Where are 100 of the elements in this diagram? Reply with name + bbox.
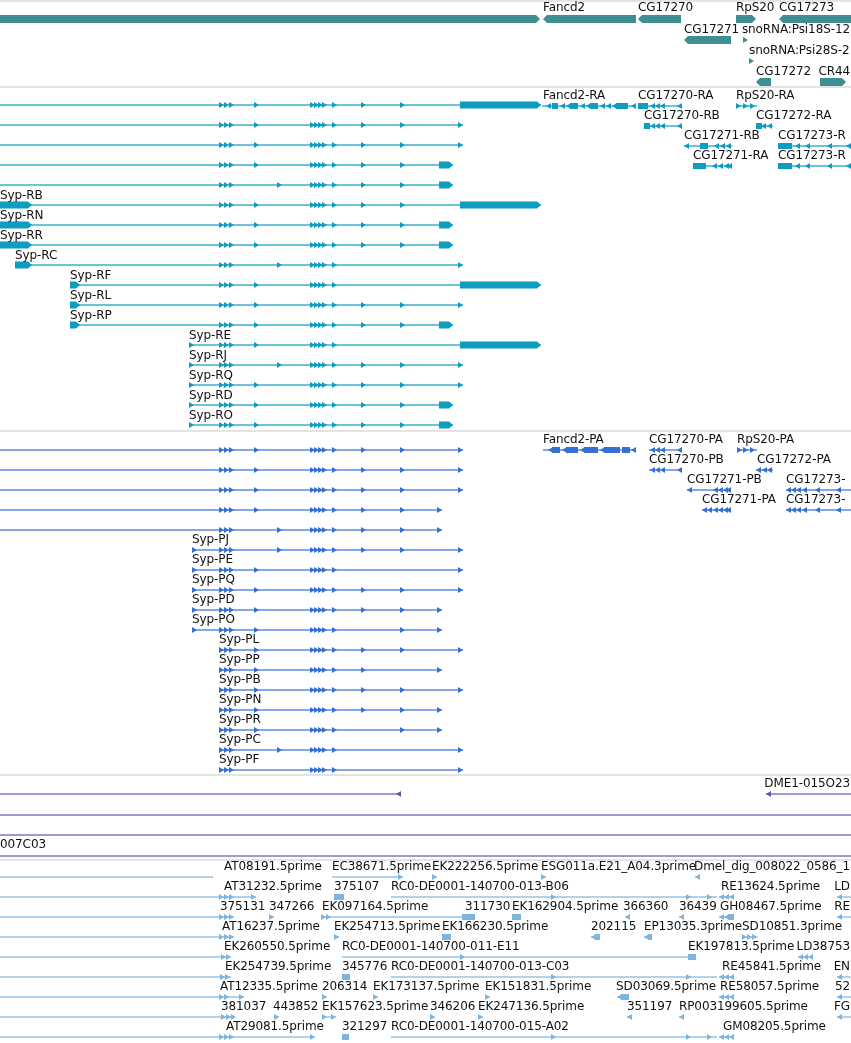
feature-label: RP003199605.5prime: [679, 999, 808, 1013]
feature-label: EK222256.5prime: [432, 859, 539, 873]
feature-label: CG17271: [684, 22, 740, 36]
feature-label: AT16237.5prime: [222, 919, 320, 933]
feature-label: Fancd2: [543, 0, 585, 14]
feature-label: 351197: [627, 999, 673, 1013]
feature-label: CG17272: [756, 64, 812, 78]
feature-label: EN: [833, 959, 850, 973]
feature-label: Syp-RN: [0, 208, 44, 222]
feature-label: snoRNA:Psi18S-12: [741, 22, 850, 36]
feature-label: Syp-PO: [192, 612, 235, 626]
feature-label: GM08205.5prime: [723, 1019, 826, 1033]
feature-label: Fancd2-PA: [543, 432, 604, 446]
feature-label: Syp-RD: [189, 388, 233, 402]
feature-label: CG17270-RA: [638, 88, 714, 102]
feature-label: SD03069.5prime: [616, 979, 717, 993]
feature-label: Syp-RE: [189, 328, 231, 342]
feature-label: EK166230.5prime: [442, 919, 549, 933]
feature-label: SD10851.3prime: [742, 919, 843, 933]
feature-label: EK197813.5prime: [688, 939, 795, 953]
feature-label: EC38671.5prime: [332, 859, 432, 873]
feature-label: EP13035.3prime: [644, 919, 742, 933]
feature-label: RE58057.5prime: [720, 979, 820, 993]
feature-label: CG17271-RB: [684, 128, 760, 142]
feature-label: EK157623.5prime: [322, 999, 429, 1013]
feature-label: 366360: [623, 899, 669, 913]
feature-label: EK254739.5prime: [225, 959, 332, 973]
feature-label: snoRNA:Psi28S-2: [749, 43, 850, 57]
feature-label: Dmel_dig_008022_0586_1: [694, 859, 850, 873]
feature-label: 36439: [679, 899, 717, 913]
feature-label: 007C03: [0, 837, 46, 851]
feature-label: RE45841.5prime: [722, 959, 822, 973]
feature-label: 52: [834, 979, 850, 993]
feature-label: Syp-PP: [219, 652, 260, 666]
feature-label: CR44: [818, 64, 850, 78]
feature-label: CG17273: [779, 0, 835, 14]
feature-label: EK097164.5prime: [322, 899, 429, 913]
feature-label: 206314: [322, 979, 368, 993]
feature-label: CG17270-PA: [649, 432, 723, 446]
feature-label: Syp-RP: [70, 308, 112, 322]
feature-label: 375107: [334, 879, 380, 893]
feature-label: RE: [834, 899, 850, 913]
feature-label: Syp-RQ: [189, 368, 233, 382]
feature-label: 311730: [465, 899, 511, 913]
feature-label: Syp-PB: [219, 672, 261, 686]
feature-label: LD: [834, 879, 850, 893]
feature-label: RpS20: [736, 0, 775, 14]
feature-label: 321297: [342, 1019, 388, 1033]
feature-label: 346206: [430, 999, 476, 1013]
feature-label: 347266: [269, 899, 315, 913]
feature-label: 202115: [591, 919, 637, 933]
feature-label: CG17273-R: [778, 128, 846, 142]
feature-label: Syp-RR: [0, 228, 43, 242]
feature-label: Syp-PR: [219, 712, 261, 726]
feature-label: EK247136.5prime: [478, 999, 585, 1013]
feature-label: 443852: [273, 999, 319, 1013]
feature-label: Syp-RF: [70, 268, 112, 282]
feature-label: RC0-DE0001-140700-011-E11: [342, 939, 520, 953]
feature-label: CG17273-R: [778, 148, 846, 162]
feature-label: EK162904.5prime: [512, 899, 619, 913]
feature-label: Syp-PF: [219, 752, 260, 766]
feature-label: GH08467.5prime: [720, 899, 822, 913]
feature-label: EK173137.5prime: [373, 979, 480, 993]
feature-label: RC0-DE0001-140700-015-A02: [391, 1019, 569, 1033]
feature-label: CG17271-RA: [693, 148, 769, 162]
feature-label: Syp-PQ: [192, 572, 235, 586]
feature-label: Syp-PL: [219, 632, 259, 646]
feature-label: Syp-RJ: [189, 348, 227, 362]
feature-label: AT31232.5prime: [224, 879, 322, 893]
feature-label: EK151831.5prime: [485, 979, 592, 993]
feature-label: FG: [834, 999, 850, 1013]
feature-label: Syp-RC: [15, 248, 58, 262]
feature-label: CG17272-PA: [757, 452, 831, 466]
feature-label: CG17273-: [786, 472, 846, 486]
feature-label: RE13624.5prime: [721, 879, 821, 893]
feature-label: Syp-RO: [189, 408, 233, 422]
feature-label: RC0-DE0001-140700-013-B06: [391, 879, 569, 893]
feature-label: Syp-PE: [192, 552, 233, 566]
feature-label: ESG011a.E21_A04.3prime: [541, 859, 697, 873]
feature-label: Syp-PD: [192, 592, 235, 606]
feature-label: CG17270-PB: [649, 452, 724, 466]
feature-label: RC0-DE0001-140700-013-C03: [391, 959, 570, 973]
feature-label: AT12335.5prime: [220, 979, 318, 993]
feature-label: Syp-RB: [0, 188, 43, 202]
feature-label: 345776: [342, 959, 388, 973]
feature-label: RpS20-RA: [736, 88, 795, 102]
feature-label: EK254713.5prime: [334, 919, 441, 933]
feature-label: Syp-RL: [70, 288, 112, 302]
feature-label: CG17271-PA: [702, 492, 776, 506]
feature-label: Fancd2-RA: [543, 88, 606, 102]
feature-label: Syp-PC: [219, 732, 261, 746]
feature-label: CG17273-: [786, 492, 846, 506]
feature-label: CG17272-RA: [756, 108, 832, 122]
feature-label: AT08191.5prime: [224, 859, 322, 873]
feature-label: 381037: [221, 999, 267, 1013]
feature-label: LD38753: [796, 939, 850, 953]
feature-label: RpS20-PA: [737, 432, 795, 446]
feature-label: DME1-015O23: [764, 776, 850, 790]
feature-label: Syp-PN: [219, 692, 262, 706]
feature-label: EK260550.5prime: [224, 939, 331, 953]
